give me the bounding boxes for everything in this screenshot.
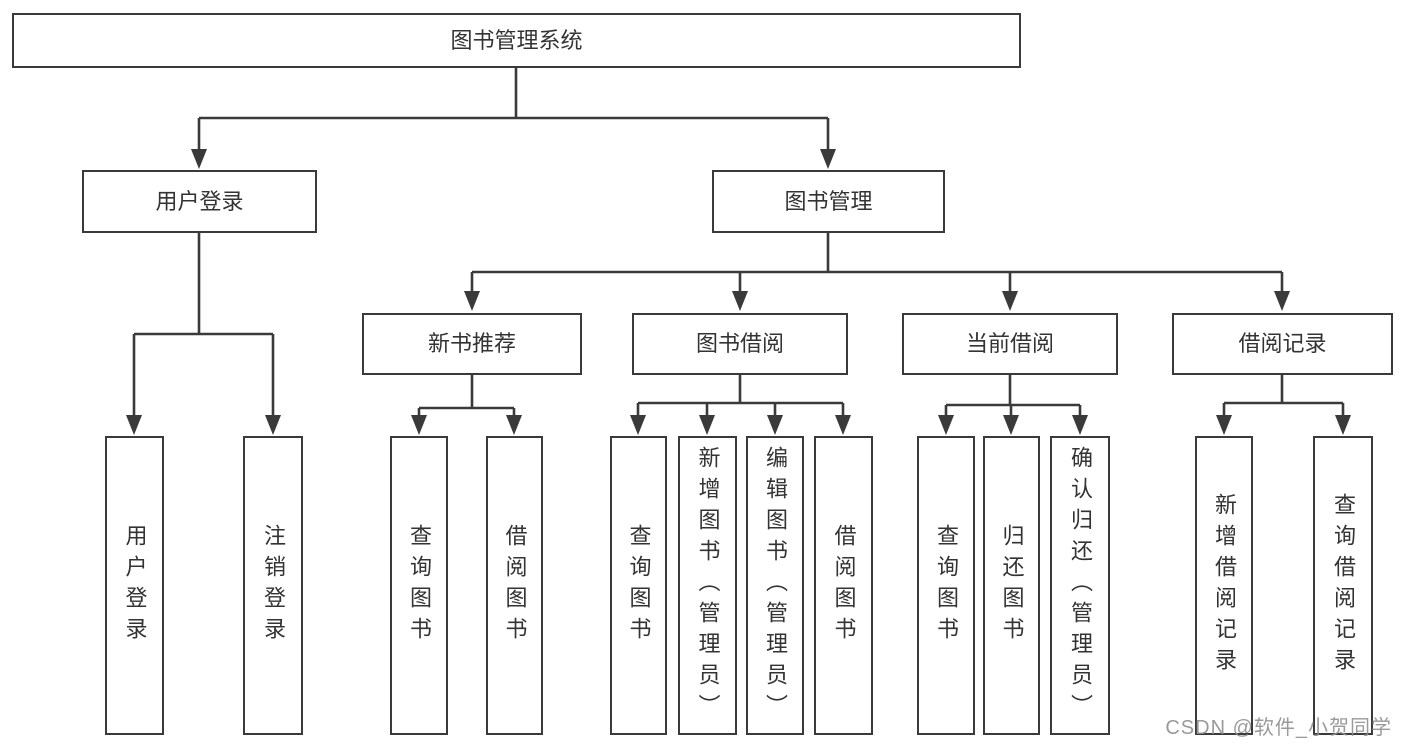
leaf-user-login: 用户登录 (105, 436, 164, 735)
node-current-borrowing-label: 当前借阅 (965, 331, 1054, 356)
leaf-add-borrow-record-label: 新增借阅记录 (1212, 492, 1237, 679)
node-book-borrowing-label: 图书借阅 (695, 331, 784, 356)
leaf-logout-login: 注销登录 (243, 436, 303, 735)
leaf-borrow-books-recommend: 借阅图书 (486, 436, 543, 735)
node-borrowing-records: 借阅记录 (1172, 313, 1393, 375)
leaf-confirm-return-admin: 确认归还（管理员） (1050, 436, 1110, 735)
node-new-book-recommendation: 新书推荐 (362, 313, 582, 375)
leaf-borrow-books: 借阅图书 (814, 436, 873, 735)
leaf-return-books-label: 归还图书 (999, 523, 1025, 648)
leaf-logout-login-label: 注销登录 (261, 523, 286, 648)
node-user-login: 用户登录 (82, 170, 317, 233)
node-library-system: 图书管理系统 (12, 13, 1021, 68)
node-book-management: 图书管理 (712, 170, 945, 233)
node-library-system-label: 图书管理系统 (450, 27, 583, 53)
node-new-book-recommendation-label: 新书推荐 (427, 331, 516, 356)
leaf-query-borrow-record: 查询借阅记录 (1313, 436, 1373, 735)
node-borrowing-records-label: 借阅记录 (1238, 331, 1327, 356)
leaf-borrow-books-recommend-label: 借阅图书 (502, 523, 528, 648)
leaf-return-books: 归还图书 (983, 436, 1040, 735)
watermark: CSDN @软件_小贺同学 (1165, 717, 1392, 739)
node-book-borrowing: 图书借阅 (632, 313, 848, 375)
leaf-query-books-borrowing-label: 查询图书 (626, 523, 652, 648)
leaf-add-borrow-record: 新增借阅记录 (1195, 436, 1253, 735)
leaf-user-login-label: 用户登录 (122, 523, 148, 648)
leaf-query-borrow-record-label: 查询借阅记录 (1331, 492, 1356, 679)
leaf-borrow-books-label: 借阅图书 (831, 523, 857, 648)
node-current-borrowing: 当前借阅 (902, 313, 1118, 375)
leaf-edit-books-admin-label: 编辑图书（管理员） (763, 446, 788, 725)
leaf-edit-books-admin: 编辑图书（管理员） (746, 436, 804, 735)
leaf-add-books-admin-label: 新增图书（管理员） (695, 446, 721, 725)
node-user-login-label: 用户登录 (155, 188, 244, 214)
leaf-query-books-recommend-label: 查询图书 (407, 523, 432, 648)
leaf-query-books-current-label: 查询图书 (934, 523, 959, 648)
node-book-management-label: 图书管理 (784, 188, 873, 214)
leaf-query-books-recommend: 查询图书 (390, 436, 448, 735)
edge-arrowheads (126, 149, 1351, 435)
leaf-confirm-return-admin-label: 确认归还（管理员） (1068, 446, 1093, 725)
leaf-add-books-admin: 新增图书（管理员） (678, 436, 737, 735)
leaf-query-books-current: 查询图书 (917, 436, 975, 735)
leaf-query-books-borrowing: 查询图书 (610, 436, 667, 735)
edge-lines (132, 68, 1345, 416)
